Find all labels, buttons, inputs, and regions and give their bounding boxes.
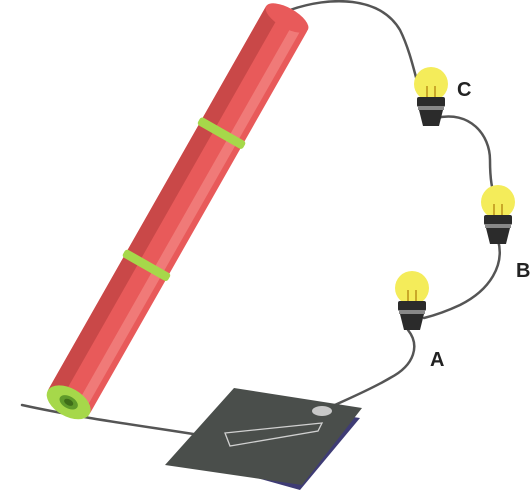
bulb-a-glass <box>395 271 429 305</box>
switch <box>165 388 362 490</box>
battery-band-2 <box>122 249 171 282</box>
bulb-b-filament <box>493 204 503 216</box>
battery-shadow <box>47 6 281 399</box>
bulb-a-base-ring <box>399 310 425 314</box>
switch-lever <box>224 422 324 447</box>
bulb-c-label: C <box>457 79 471 101</box>
wire-bulb-c-to-bulb-b <box>434 115 498 202</box>
bulb-a-base-bottom <box>400 314 424 330</box>
bulb-b-label: B <box>516 260 530 282</box>
battery-terminal-inner <box>64 398 74 406</box>
wire-bulb-a-to-switch <box>320 328 416 413</box>
bulb-b-glass <box>481 185 515 219</box>
wires <box>20 0 501 442</box>
switch-contact <box>312 406 332 416</box>
bulb-c-glass <box>414 67 448 101</box>
bulb-a-base <box>398 301 426 311</box>
bulb-c: C <box>414 67 471 126</box>
battery-highlight <box>75 21 303 412</box>
bulb-b-base-ring <box>485 224 511 228</box>
battery-band-1 <box>197 117 246 149</box>
bulb-c-base <box>417 97 445 107</box>
bulb-b: B <box>481 185 530 282</box>
battery-stack <box>46 3 309 420</box>
battery-body <box>48 6 308 414</box>
bulb-b-base <box>484 215 512 225</box>
wire-battery-top-to-bulb-c <box>288 0 422 94</box>
wire-bulb-b-to-bulb-a <box>422 238 501 320</box>
bulb-a-filament <box>407 290 417 302</box>
bulb-a: A <box>395 271 444 371</box>
bulb-c-base-bottom <box>419 110 443 126</box>
bulb-b-base-bottom <box>486 228 510 244</box>
bulb-c-base-ring <box>418 106 444 110</box>
battery-top-cap <box>265 3 309 33</box>
bulb-c-filament <box>426 86 436 98</box>
bulb-a-label: A <box>430 349 444 371</box>
